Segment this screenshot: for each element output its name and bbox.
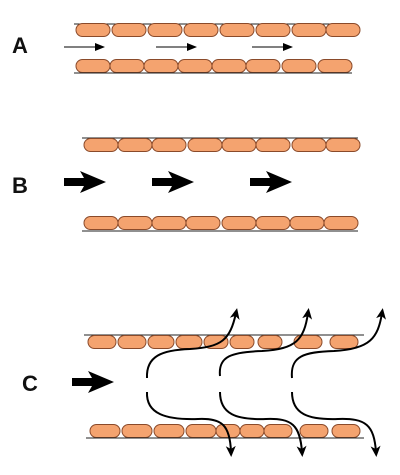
- endothelial-cell: [75, 23, 111, 37]
- endothelial-cell: [109, 59, 145, 73]
- endothelial-cell: [255, 138, 291, 152]
- endothelial-cell: [89, 424, 121, 438]
- panel-a-bottom-cell-row: [75, 59, 353, 73]
- endothelial-cell: [281, 59, 317, 73]
- panel-b-bottom-vessel-wall: [82, 216, 359, 232]
- endothelial-cell: [229, 335, 255, 349]
- leakage-curve-up: [218, 308, 313, 377]
- endothelial-cell: [75, 59, 111, 73]
- panel-c: C: [22, 308, 386, 457]
- panel-a-top-vessel-wall: [74, 23, 361, 37]
- panel-b-label: B: [12, 173, 28, 198]
- endothelial-cell: [117, 216, 153, 230]
- panel-c-leakage-arrows: [145, 308, 386, 457]
- panel-c-top-vessel-wall: [84, 334, 364, 349]
- panel-b: B: [12, 137, 361, 232]
- panel-b-bottom-cell-row: [83, 216, 359, 230]
- endothelial-cell: [111, 23, 147, 37]
- panel-c-label: C: [22, 371, 38, 396]
- panel-b-flow-arrows: [64, 171, 292, 193]
- endothelial-cell: [255, 216, 291, 230]
- endothelial-cell: [87, 335, 117, 349]
- endothelial-cell: [83, 138, 119, 152]
- endothelial-cell: [143, 59, 179, 73]
- endothelial-cell: [255, 23, 291, 37]
- endothelial-cell: [293, 335, 323, 349]
- leakage-curve-up: [145, 308, 240, 379]
- leakage-curve-down: [145, 391, 236, 457]
- endothelial-cell: [329, 335, 359, 349]
- endothelial-cell: [185, 424, 217, 438]
- endothelial-cell: [187, 138, 223, 152]
- leakage-curve-down: [291, 391, 381, 457]
- endothelial-cell: [177, 59, 213, 73]
- panel-a-top-cell-row: [75, 23, 361, 37]
- endothelial-cell: [153, 424, 185, 438]
- panel-b-top-cell-row: [83, 138, 361, 152]
- panel-c-bottom-vessel-wall: [86, 424, 364, 439]
- panel-b-flow-arrow: [250, 171, 292, 193]
- endothelial-cell: [289, 216, 325, 230]
- endothelial-cell: [291, 138, 327, 152]
- endothelial-cell: [147, 23, 183, 37]
- panel-c-top-cell-row: [87, 335, 359, 349]
- panel-a: A: [12, 23, 361, 74]
- panel-a-label: A: [12, 33, 28, 58]
- panel-b-flow-arrow: [64, 171, 106, 193]
- endothelial-cell: [83, 216, 119, 230]
- endothelial-cell: [263, 424, 293, 438]
- panel-a-bottom-vessel-wall: [74, 59, 353, 74]
- endothelial-cell: [211, 59, 247, 73]
- panel-b-top-vessel-wall: [82, 137, 361, 152]
- endothelial-cell: [323, 216, 359, 230]
- endothelial-cell: [325, 138, 361, 152]
- endothelial-cell: [325, 23, 361, 37]
- endothelial-cell: [291, 23, 327, 37]
- endothelial-cell: [245, 59, 281, 73]
- panel-b-flow-arrow: [152, 171, 194, 193]
- endothelial-cell: [317, 59, 353, 73]
- leakage-curve-up: [290, 308, 386, 379]
- endothelial-cell: [121, 424, 153, 438]
- endothelial-cell: [175, 335, 203, 349]
- endothelial-cell: [117, 335, 147, 349]
- endothelial-cell: [221, 216, 257, 230]
- endothelial-cell: [151, 138, 187, 152]
- panel-c-flow-arrow: [72, 371, 114, 393]
- endothelial-cell: [239, 424, 265, 438]
- endothelial-cell: [183, 23, 219, 37]
- endothelial-cell: [147, 335, 175, 349]
- endothelial-cell: [117, 138, 153, 152]
- endothelial-cell: [331, 424, 361, 438]
- endothelial-cell: [257, 335, 283, 349]
- leakage-curve-down: [219, 391, 307, 457]
- endothelial-cell: [151, 216, 187, 230]
- endothelial-cell: [299, 424, 329, 438]
- endothelial-cell: [221, 138, 257, 152]
- endothelial-cell: [185, 216, 221, 230]
- endothelial-cell: [219, 23, 255, 37]
